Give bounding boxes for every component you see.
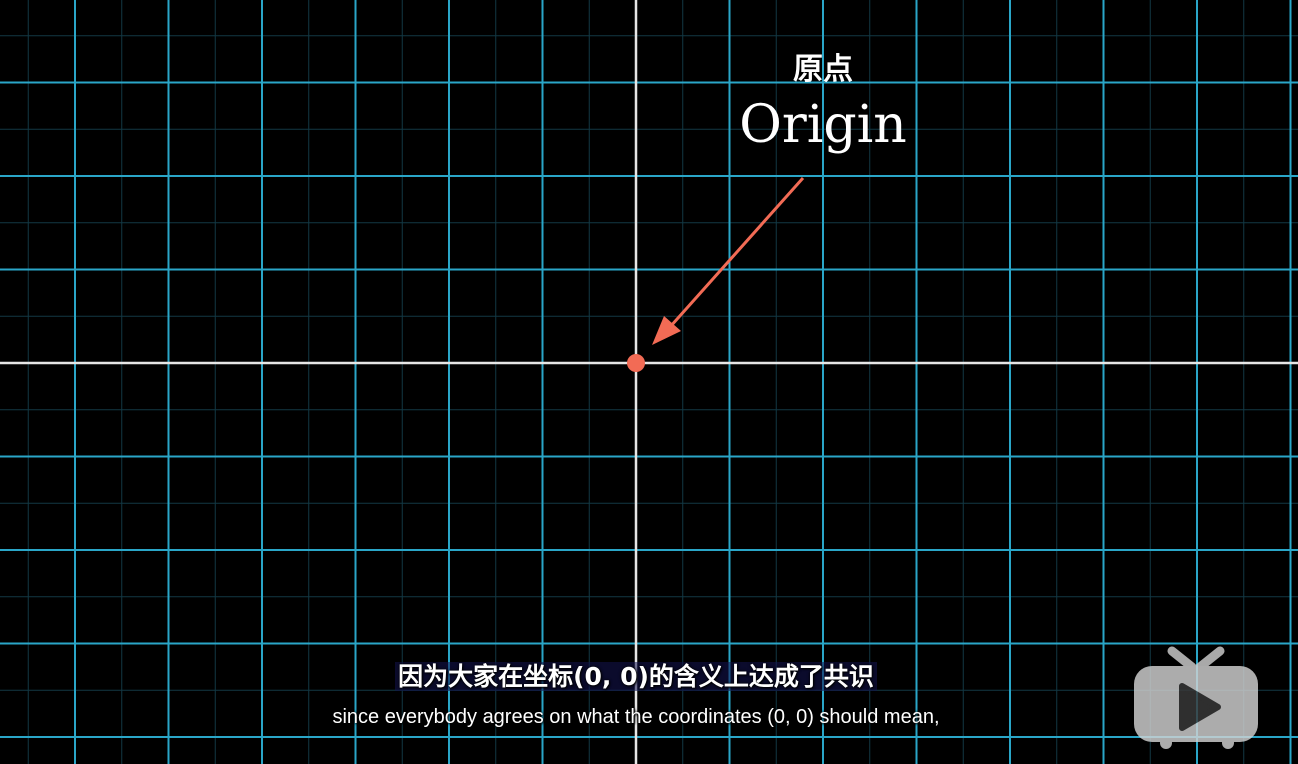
origin-point [627, 354, 645, 372]
subtitle-chinese: 因为大家在坐标(0, 0)的含义上达成了共识 [0, 660, 1272, 694]
origin-label-english: Origin [739, 95, 907, 155]
subtitle-chinese-text: 因为大家在坐标(0, 0)的含义上达成了共识 [395, 662, 877, 691]
origin-arrow-shaft [668, 177, 805, 328]
origin-arrow-head [652, 316, 681, 345]
origin-label-chinese: 原点 [793, 52, 853, 87]
subtitle-english: since everybody agrees on what the coord… [332, 706, 940, 728]
tv-play-logo-icon[interactable] [1132, 646, 1262, 750]
